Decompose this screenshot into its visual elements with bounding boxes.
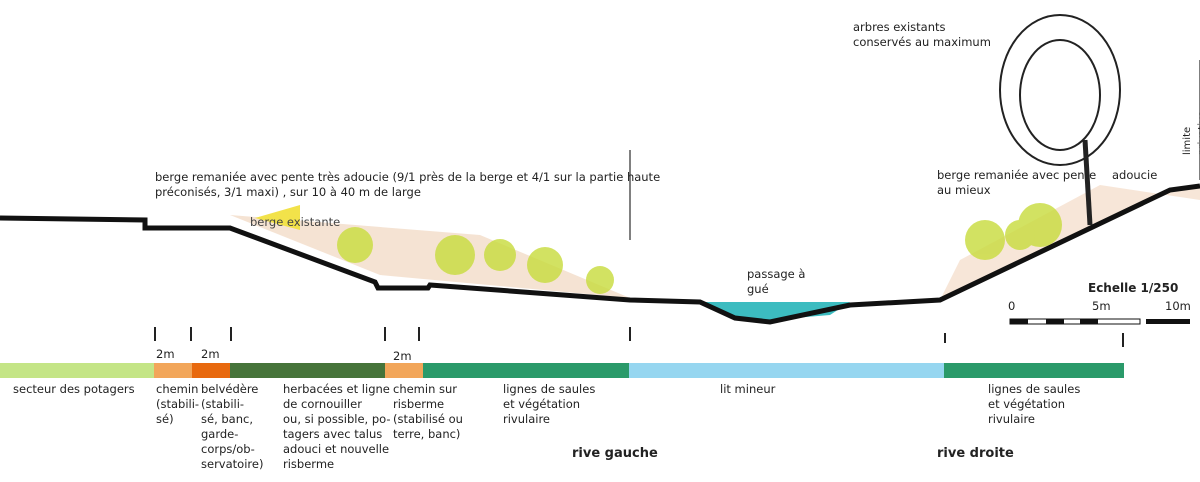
tick bbox=[629, 327, 631, 341]
width-label: 2m bbox=[201, 347, 220, 361]
annotation-arbres: arbres existants conservés au maximum bbox=[853, 20, 991, 49]
bank-label-left: rive gauche bbox=[572, 446, 658, 461]
zone-bar-chemin bbox=[154, 363, 192, 378]
zone-label: lignes de saules et végétation rivulaire bbox=[988, 382, 1081, 426]
scale-label-5m: 5m bbox=[1092, 299, 1111, 313]
annotation-berge-existante: berge existante bbox=[250, 215, 341, 229]
zone-bar-potagers bbox=[0, 363, 154, 378]
annotation-adoucie: adoucie bbox=[1112, 168, 1158, 182]
width-label: 2m bbox=[393, 349, 412, 363]
zone-label: herbacées et ligne de cornouiller ou, si… bbox=[283, 382, 391, 471]
annotation-berge-remaniee-gauche: berge remaniée avec pente très adoucie (… bbox=[155, 170, 661, 199]
zone-bar-saules-gauche bbox=[423, 363, 629, 378]
zone-label: chemin (stabili- sé) bbox=[156, 382, 200, 426]
tick bbox=[230, 327, 232, 341]
existing-bank-fill bbox=[230, 215, 630, 298]
sun-icon bbox=[255, 205, 300, 230]
right-bank-fill bbox=[940, 185, 1200, 300]
bank-label-right: rive droite bbox=[937, 446, 1014, 461]
ground-line bbox=[0, 183, 1200, 325]
zone-bar-chemin-risberme bbox=[385, 363, 423, 378]
zone-label: belvédère (stabili- sé, banc, garde- cor… bbox=[201, 382, 264, 471]
zone-bar-saules-droite bbox=[944, 363, 1124, 378]
scale-label-10m: 10m bbox=[1165, 299, 1191, 313]
zone-bar-lit-mineur bbox=[629, 363, 944, 378]
zone-bar-herbacees bbox=[230, 363, 385, 378]
scale-bar bbox=[1009, 318, 1190, 325]
zone-label: chemin sur risberme (stabilisé ou terre,… bbox=[393, 382, 463, 441]
tree-icon bbox=[999, 14, 1121, 226]
tick bbox=[154, 327, 156, 341]
zone-label: secteur des potagers bbox=[13, 382, 135, 396]
tick bbox=[384, 327, 386, 341]
zone-label: lignes de saules et végétation rivulaire bbox=[503, 382, 596, 426]
zone-label: lit mineur bbox=[720, 382, 776, 396]
width-label: 2m bbox=[156, 347, 175, 361]
scale-title: Echelle 1/250 bbox=[1088, 281, 1179, 295]
tick bbox=[418, 327, 420, 341]
annotation-berge-remaniee-droite: berge remaniée avec pente au mieux bbox=[937, 168, 1097, 197]
tick bbox=[190, 327, 192, 341]
tick bbox=[944, 333, 946, 343]
vegetation bbox=[337, 203, 1062, 294]
annotation-passage-gue: passage à gué bbox=[747, 267, 806, 296]
zone-bar-belvedere bbox=[192, 363, 230, 378]
scale-label-0: 0 bbox=[1008, 299, 1016, 313]
annotation-limite-privative: limite privative bbox=[1182, 110, 1200, 155]
tick bbox=[1122, 333, 1124, 347]
